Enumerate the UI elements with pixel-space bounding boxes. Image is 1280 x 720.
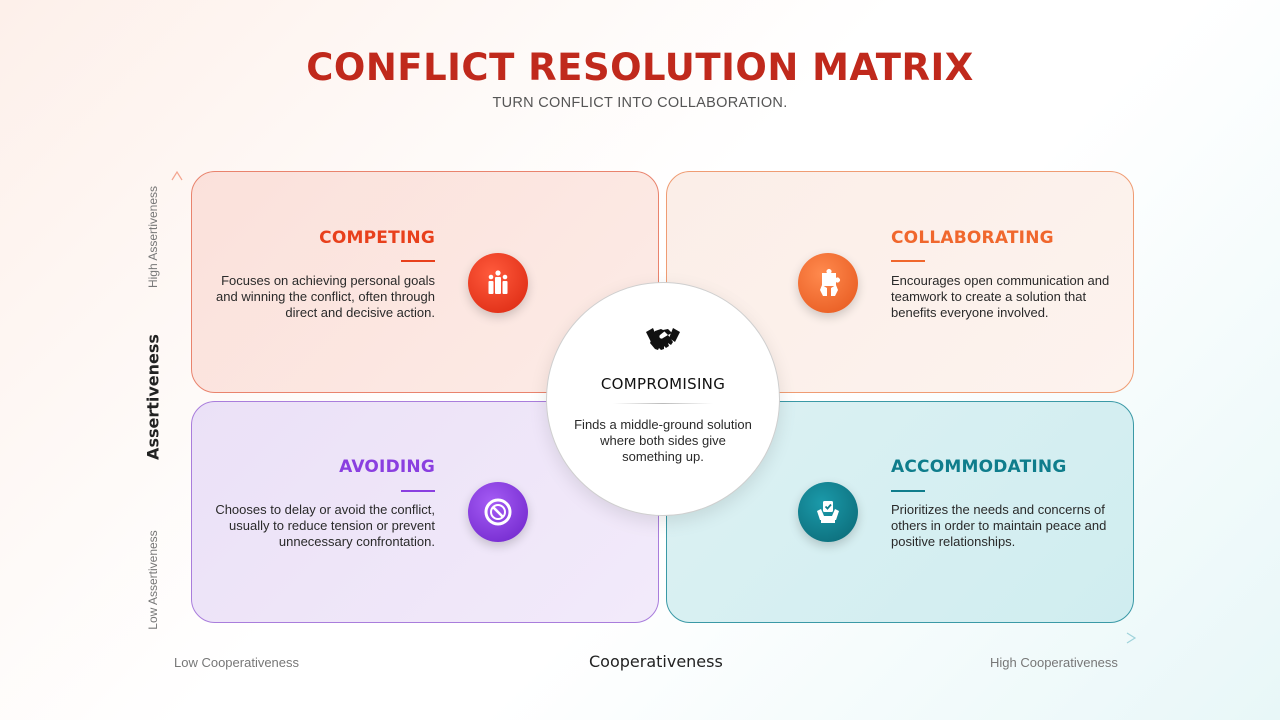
avoiding-description: Chooses to delay or avoid the conflict, … (215, 502, 435, 549)
competing-description: Focuses on achieving personal goals and … (216, 273, 435, 320)
collaborating-icon-badge (798, 253, 858, 313)
avoiding-icon-badge (468, 482, 528, 542)
avoiding-title: AVOIDING (339, 457, 435, 477)
handshake-icon (646, 328, 680, 350)
compromising-divider (613, 403, 713, 404)
compromising-title: COMPROMISING (600, 375, 726, 393)
page-subtitle: TURN CONFLICT INTO COLLABORATION. (492, 95, 788, 111)
y-axis-title: Assertiveness (143, 334, 163, 460)
collaborating-underline (891, 260, 925, 262)
prohibited-icon (484, 498, 512, 526)
hands-check-icon (817, 501, 839, 523)
compromising-description: Finds a middle-ground solution where bot… (574, 417, 752, 464)
x-axis-arrow (1126, 632, 1137, 644)
accommodating-description: Prioritizes the needs and concerns of ot… (891, 502, 1107, 549)
competing-icon-badge (468, 253, 528, 313)
accommodating-title: ACCOMMODATING (891, 457, 1067, 477)
collaborating-title: COLLABORATING (891, 228, 1054, 248)
competing-underline (401, 260, 435, 262)
x-axis-low-label: Low Cooperativeness (174, 655, 300, 670)
y-axis-arrow (171, 170, 183, 181)
avoiding-underline (401, 490, 435, 492)
people-podium-icon (488, 270, 508, 294)
competing-title: COMPETING (319, 228, 435, 248)
x-axis-high-label: High Cooperativeness (990, 655, 1118, 670)
accommodating-icon-badge (798, 482, 858, 542)
collaborating-description: Encourages open communication and teamwo… (891, 273, 1110, 320)
x-axis-title: Cooperativeness (589, 652, 723, 671)
puzzle-hand-icon (820, 269, 840, 296)
accommodating-underline (891, 490, 925, 492)
page-title: CONFLICT RESOLUTION MATRIX (306, 46, 974, 89)
compromising-circle (546, 282, 780, 516)
y-axis-low-label: Low Assertiveness (146, 530, 160, 630)
y-axis-high-label: High Assertiveness (146, 185, 160, 289)
